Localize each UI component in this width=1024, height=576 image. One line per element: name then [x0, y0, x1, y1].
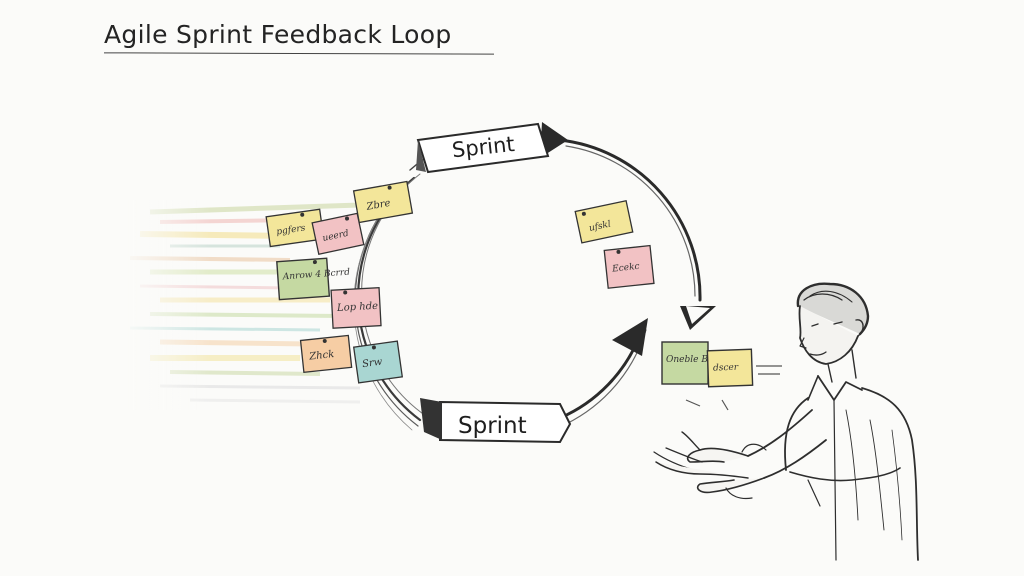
sticky-note: Lop hde: [330, 287, 382, 329]
sticky-note: ufskl: [574, 199, 634, 244]
speed-lines: [685, 365, 782, 411]
sprint-label-bottom: Sprint: [458, 413, 527, 439]
arrow-up-left-icon: [612, 318, 648, 356]
note-text: pgfers: [276, 223, 307, 237]
sprint-banner-bottom: Sprint: [420, 398, 572, 444]
arrow-top-right-icon: [540, 122, 568, 158]
sticky-note: pgfers: [265, 208, 325, 248]
sticky-note: Zhck: [299, 334, 353, 374]
note-text: Ecekc: [611, 262, 640, 275]
note-text: Anrow 4 Bcrrd: [282, 268, 351, 283]
sticky-note: Srw: [352, 340, 404, 384]
diagram-title: Agile Sprint Feedback Loop: [104, 20, 452, 49]
note-text: Srw: [361, 356, 383, 370]
note-text: Lop hde: [336, 301, 379, 314]
note-text: Oneble Bacse: [666, 355, 728, 365]
sticky-note: Zbre: [352, 180, 414, 224]
presenter-figure: [653, 282, 919, 561]
motion-streaks: [120, 200, 361, 410]
note-text: ufskl: [588, 220, 612, 234]
sprint-banner-top: Sprint: [416, 122, 550, 174]
sticky-note: Anrow 4 Bcrrd: [276, 257, 351, 301]
sticky-note: dscer: [706, 348, 754, 388]
note-text: dscer: [713, 363, 739, 374]
note-text: Zbre: [365, 198, 392, 213]
arrow-right-down-icon: [680, 306, 716, 330]
note-text: Zhck: [308, 349, 335, 363]
sticky-note: Ecekc: [603, 244, 655, 289]
sticky-note: ueerd: [311, 212, 365, 255]
